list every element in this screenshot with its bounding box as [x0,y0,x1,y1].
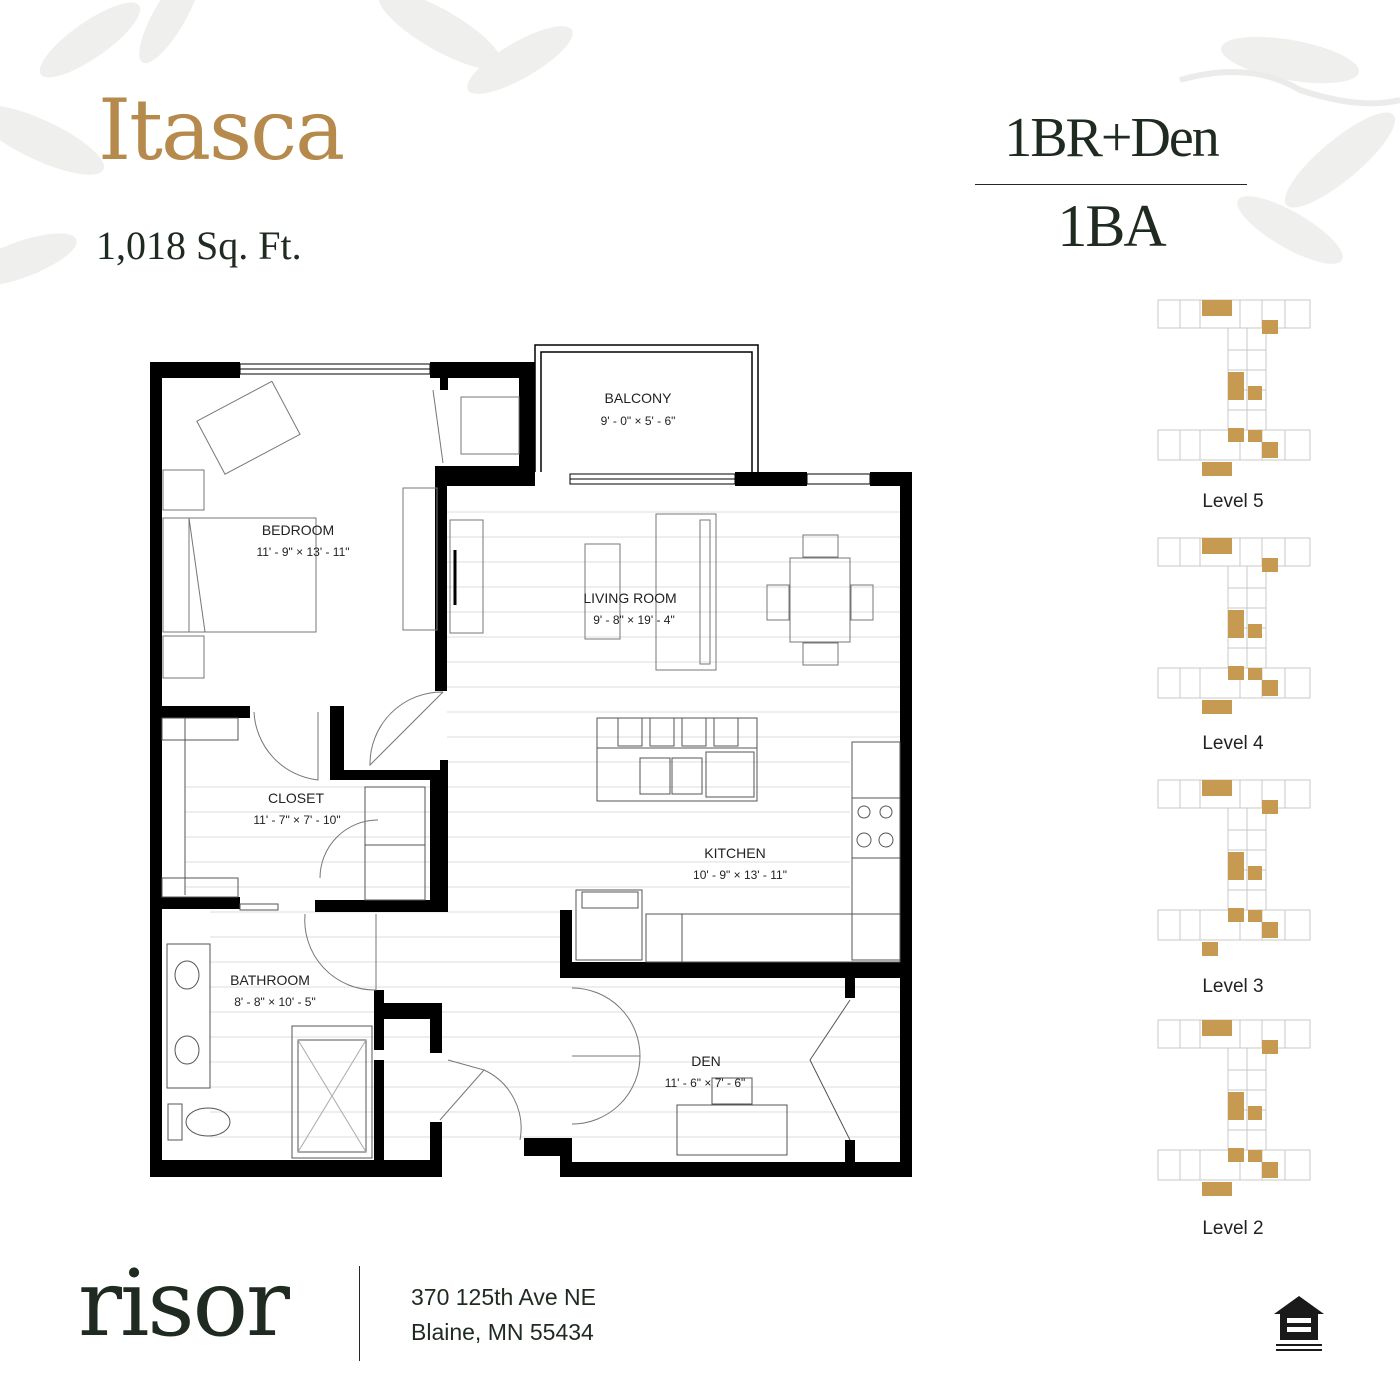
room-label-closet: CLOSET [268,790,324,806]
brand-logo: risor [78,1250,290,1357]
background-leaves [0,0,1400,287]
level-label-3: Level 3 [1202,976,1263,997]
room-label-den: DEN [691,1053,721,1069]
key-plans: Level 5 Level 4 Level 3 [1157,299,1311,1239]
bedroom-count: 1BR+Den [1004,107,1220,169]
living-furniture [449,513,874,671]
walls [150,362,912,1177]
unit-name: Itasca [98,81,345,179]
room-label-bedroom: BEDROOM [262,522,334,538]
key-plan-level-4 [1157,537,1311,714]
key-plan-level-2 [1157,1019,1311,1196]
room-label-balcony: BALCONY [605,390,673,406]
doors [253,691,641,1141]
room-dims-bathroom: 8' - 8" × 10' - 5" [234,995,315,1009]
bathroom-fixtures [166,903,373,1159]
windows [239,363,871,485]
room-label-kitchen: KITCHEN [704,845,765,861]
room-dims-balcony: 9' - 0" × 5' - 6" [601,414,676,428]
room-dims-den: 11' - 6" × 7' - 6" [665,1076,746,1090]
room-label-bathroom: BATHROOM [230,972,310,988]
room-label-living: LIVING ROOM [583,590,676,606]
bathroom-count: 1BA [1057,193,1166,259]
kitchen-fixtures [575,717,901,963]
room-dims-closet: 11' - 7" × 7' - 10" [253,813,340,827]
address-line-1: 370 125th Ave NE [411,1284,596,1310]
divider-line [975,184,1247,185]
closet-fixtures [161,717,426,901]
address-line-2: Blaine, MN 55434 [411,1319,594,1345]
den-furniture [676,999,851,1156]
floor-planks [185,511,900,1138]
room-dims-living: 9' - 8" × 19' - 4" [593,613,674,627]
unit-area: 1,018 Sq. Ft. [96,223,302,268]
key-plan-level-5 [1157,299,1311,476]
floor-plan: BALCONY 9' - 0" × 5' - 6" BEDROOM 11' - … [150,344,912,1177]
bedroom-furniture [162,380,520,679]
level-label-2: Level 2 [1202,1218,1263,1239]
footer-divider [359,1266,360,1361]
equal-housing-icon [1274,1296,1324,1351]
balcony [534,344,759,472]
room-dims-kitchen: 10' - 9" × 13' - 11" [693,868,787,882]
key-plan-level-3 [1157,779,1311,956]
room-dims-bedroom: 11' - 9" × 13' - 11" [256,545,349,559]
level-label-5: Level 5 [1202,491,1263,512]
level-label-4: Level 4 [1202,733,1264,754]
